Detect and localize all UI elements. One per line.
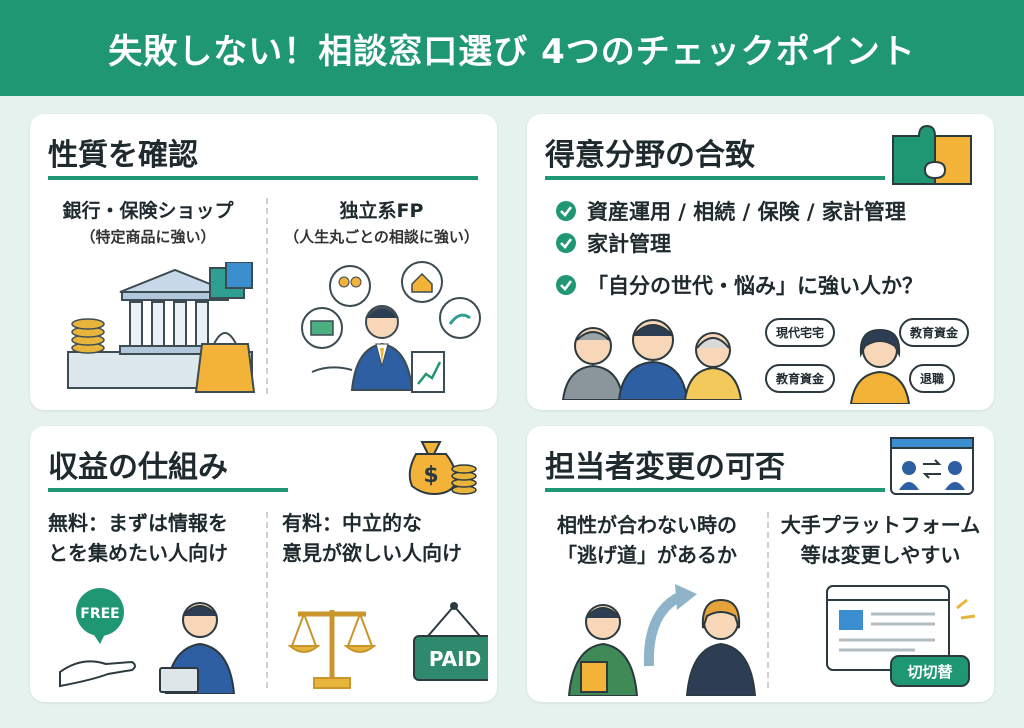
check-circle-icon (556, 233, 576, 253)
bank-shop-note: （特定商品に強い） (80, 228, 216, 246)
independent-fp-title: 独立系FP (339, 200, 424, 222)
card-revenue: 収益の仕組み $ 無料：まずは情報を とを集めたい人向け 有料：中立的な 意見が… (30, 426, 497, 702)
generations-people-icon (561, 319, 743, 400)
text-line: 意見が欲しい人向け (282, 541, 462, 565)
speech-bubble: 教育資金 (765, 364, 836, 393)
check-item: 家計管理 (555, 228, 671, 258)
free-consultation-illustration: FREE (59, 588, 236, 694)
switch-button-label: 切切替 (907, 663, 953, 681)
card-specialty: 得意分野の合致 資産運用 / 相続 / 保険 / 家計管理 家計管理 「自分の世… (527, 114, 994, 410)
card-advisor-change: 担当者変更の可否 相性が合わない時の 「逃げ道」があるか 大手プラットフォーム … (527, 426, 994, 702)
switch-advisor-screen-icon (890, 437, 974, 495)
paid-description: 有料：中立的な 意見が欲しい人向け (282, 508, 462, 568)
title-underline (48, 176, 478, 180)
svg-text:$: $ (423, 463, 438, 488)
bank-building-icon (67, 262, 256, 393)
dashed-divider (266, 512, 268, 688)
check-item: 「自分の世代・悩み」に強い人か？ (555, 270, 923, 300)
check-circle-icon (556, 201, 576, 221)
dashed-divider (266, 198, 268, 394)
check-circle-icon (556, 275, 576, 295)
text-line: 相性が合わない時の (557, 513, 737, 537)
speech-bubble: 現代宅宅 (765, 318, 836, 347)
worried-woman-icon (849, 328, 911, 404)
check-item-label: 家計管理 (587, 232, 671, 256)
header-banner: 失敗しない！相談窓口選び 4つのチェックポイント (0, 0, 1024, 96)
check-item: 資産運用 / 相続 / 保険 / 家計管理 (555, 196, 906, 226)
platform-change-text: 大手プラットフォーム 等は変更しやすい (767, 510, 994, 570)
speech-bubble: 退職 (909, 364, 956, 393)
card-title: 得意分野の合致 (545, 138, 755, 173)
check-item-label: 資産運用 / 相続 / 保険 / 家計管理 (587, 200, 906, 224)
card-title: 性質を確認 (48, 138, 198, 173)
dashed-divider (767, 512, 769, 688)
speech-bubble: 教育資金 (899, 318, 970, 347)
title-underline (545, 176, 885, 180)
platform-window-icon: 切切替 (826, 585, 976, 687)
card-title: 担当者変更の可否 (545, 450, 785, 485)
independent-fp-note: （人生丸ごとの相談に強い） (284, 228, 479, 246)
escape-route-text: 相性が合わない時の 「逃げ道」があるか (527, 510, 767, 570)
text-line: 大手プラットフォーム (780, 513, 981, 537)
advisor-person-icon (301, 261, 481, 393)
card-title: 収益の仕組み (48, 450, 228, 485)
handover-people-illustration (567, 584, 757, 696)
title-underline (545, 488, 885, 492)
text-line: 無料：まずは情報を (48, 511, 228, 535)
check-item-label: 「自分の世代・悩み」に強い人か？ (587, 274, 923, 298)
card-nature: 性質を確認 銀行・保険ショップ （特定商品に強い） 独立系FP （人生丸ごとの相… (30, 114, 497, 410)
title-underline (48, 488, 288, 492)
paid-label: PAID (429, 647, 481, 671)
bank-shop-title: 銀行・保険ショップ (62, 200, 234, 222)
text-line: 有料：中立的な (282, 511, 422, 535)
money-bag-icon: $ (408, 441, 477, 496)
free-label: FREE (80, 606, 119, 622)
text-line: 「逃げ道」があるか (557, 543, 737, 567)
text-line: とを集めたい人向け (48, 541, 228, 565)
free-description: 無料：まずは情報を とを集めたい人向け (48, 508, 228, 568)
page-title: 失敗しない！相談窓口選び 4つのチェックポイント (108, 31, 916, 72)
puzzle-icon (892, 124, 972, 185)
scale-and-paid-sign-illustration: PAID (288, 602, 488, 689)
text-line: 等は変更しやすい (800, 543, 961, 567)
